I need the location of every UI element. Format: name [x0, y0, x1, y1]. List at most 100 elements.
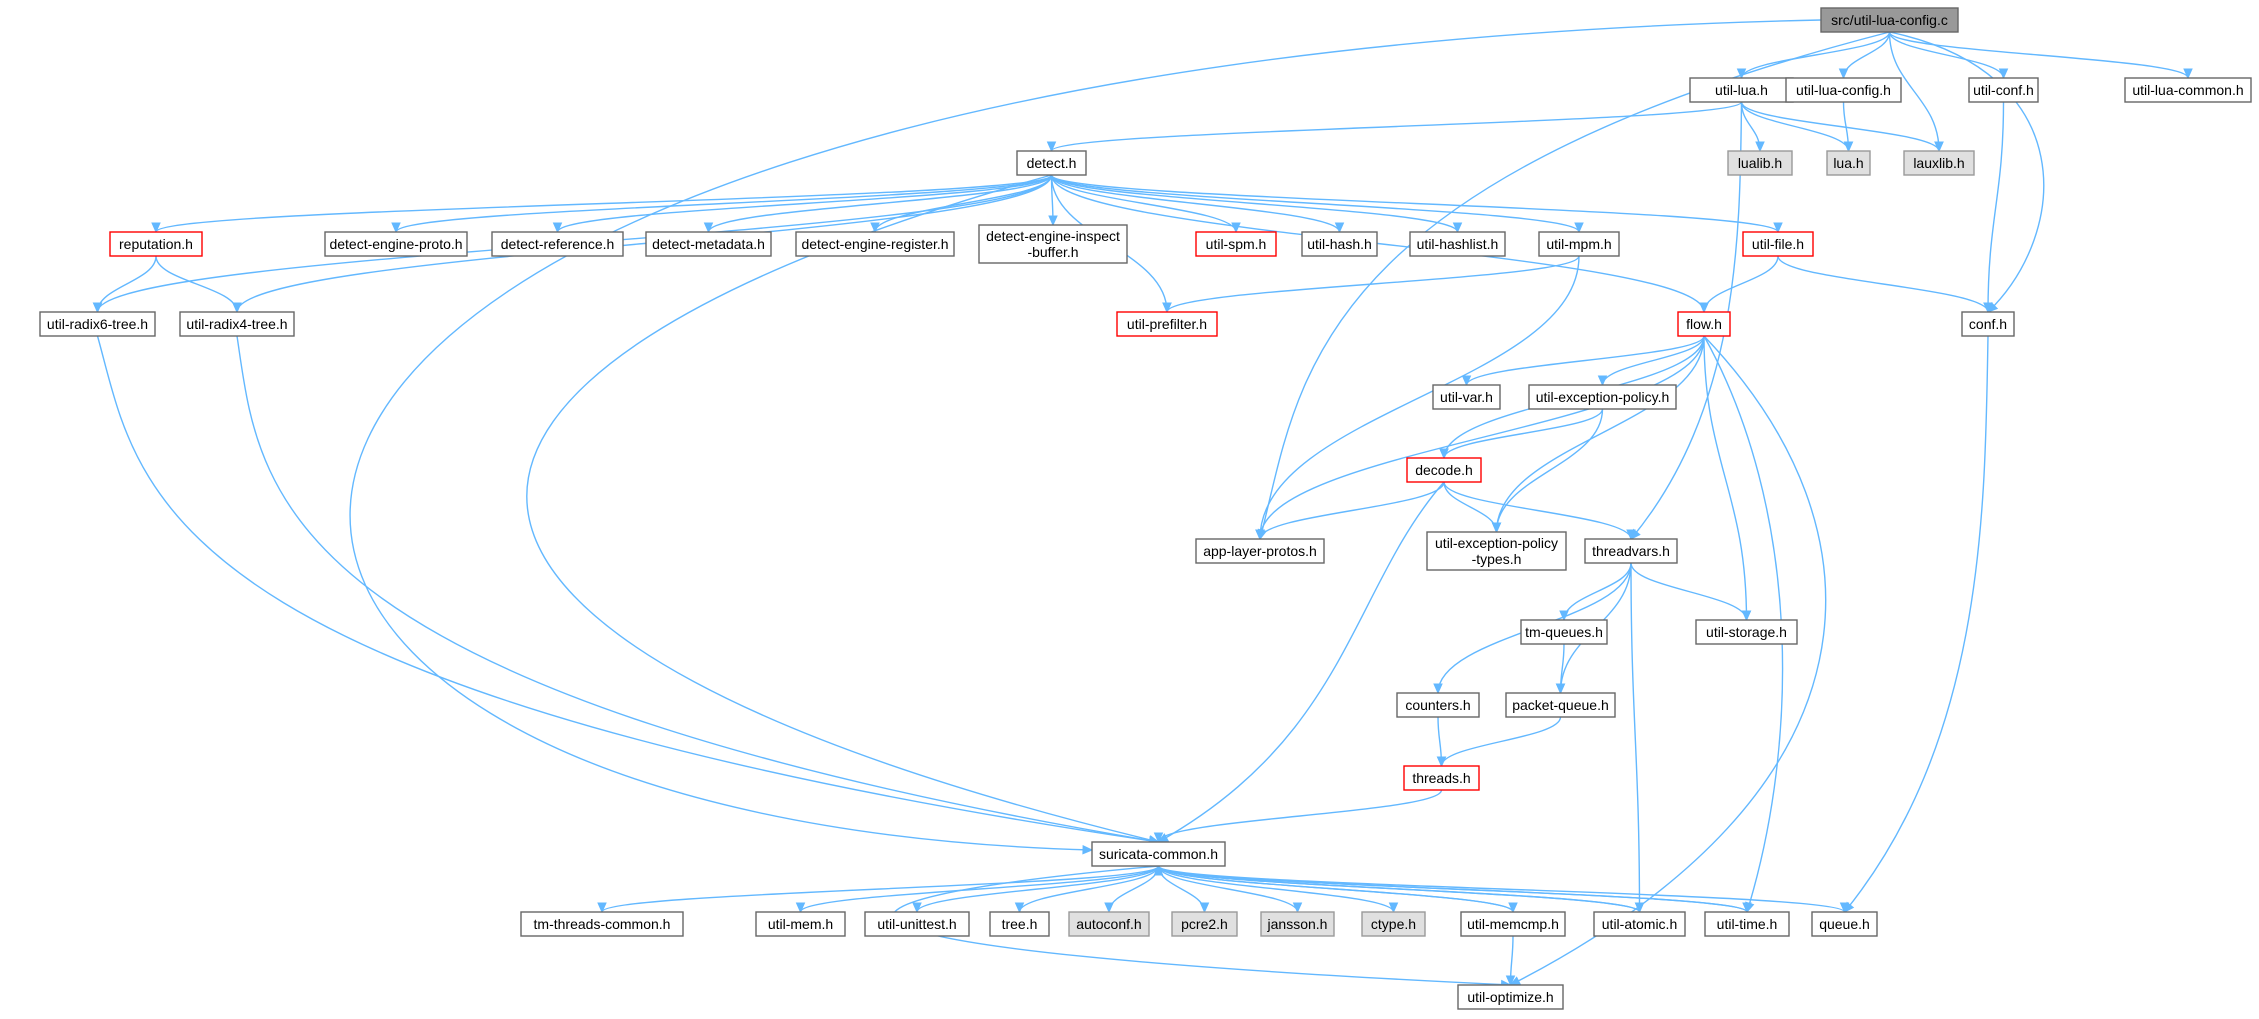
node-util-prefilter[interactable]: util-prefilter.h [1116, 311, 1218, 337]
node-label: decode.h [1415, 462, 1473, 478]
node-lauxlib[interactable]: lauxlib.h [1903, 150, 1975, 176]
node-util-storage[interactable]: util-storage.h [1695, 619, 1798, 645]
edge-detect-to-det_reference [556, 174, 1053, 233]
node-tree[interactable]: tree.h [989, 911, 1050, 937]
node-util-hashlist[interactable]: util-hashlist.h [1409, 231, 1506, 257]
node-jansson[interactable]: jansson.h [1260, 911, 1335, 937]
node-label: threads.h [1412, 770, 1470, 786]
node-det-reference[interactable]: detect-reference.h [491, 231, 624, 257]
node-tm-threads-common[interactable]: tm-threads-common.h [520, 911, 684, 937]
node-pcre2[interactable]: pcre2.h [1171, 911, 1238, 937]
node-conf[interactable]: conf.h [1961, 311, 2015, 337]
node-box [1195, 231, 1277, 257]
edge-root-to-suricata_common [349, 19, 1822, 851]
node-util-exc-types[interactable]: util-exception-policy-types.h [1426, 531, 1567, 571]
node-label: detect-metadata.h [652, 236, 765, 252]
node-decode[interactable]: decode.h [1406, 457, 1482, 483]
edge-suricata_common-to-util_mem-arrowhead [795, 902, 806, 914]
edge-root-to-util_lua [1740, 31, 1891, 79]
node-label: util-lua-common.h [2132, 82, 2243, 98]
node-util-file[interactable]: util-file.h [1742, 231, 1814, 257]
edge-detect-to-radix4 [236, 174, 1053, 313]
node-util-memcmp[interactable]: util-memcmp.h [1460, 911, 1566, 937]
node-box [520, 911, 684, 937]
node-label: counters.h [1405, 697, 1470, 713]
edge-suricata_common-to-util_mem [799, 865, 1160, 913]
node-label: util-storage.h [1706, 624, 1787, 640]
node-label: util-radix4-tree.h [186, 316, 287, 332]
edge-util_exc_policy-to-decode-arrowhead [1439, 448, 1449, 460]
node-suricata-common[interactable]: suricata-common.h [1091, 841, 1226, 867]
node-threadvars[interactable]: threadvars.h [1584, 538, 1678, 564]
node-lua[interactable]: lua.h [1826, 150, 1871, 176]
node-radix4[interactable]: util-radix4-tree.h [179, 311, 295, 337]
node-box [491, 231, 624, 257]
node-util-mem[interactable]: util-mem.h [755, 911, 846, 937]
node-det-eng-proto[interactable]: detect-engine-proto.h [324, 231, 468, 257]
edge-detect-to-reputation [155, 174, 1053, 233]
edge-suricata_common-to-util_time-arrowhead [1742, 902, 1752, 914]
node-util-lua[interactable]: util-lua.h [1689, 77, 1794, 103]
node-det-eng-inspect[interactable]: detect-engine-inspect-buffer.h [978, 224, 1128, 264]
node-box [109, 231, 203, 257]
node-label: -types.h [1472, 551, 1522, 567]
node-util-conf[interactable]: util-conf.h [1968, 77, 2039, 103]
edge-util_lua-to-lauxlib-arrowhead [1934, 141, 1944, 153]
node-util-exc-policy[interactable]: util-exception-policy.h [1528, 384, 1677, 410]
node-util-optimize[interactable]: util-optimize.h [1457, 984, 1564, 1010]
edge-util_file-to-conf [1777, 255, 1989, 313]
node-label: util-exception-policy.h [1536, 389, 1670, 405]
node-box [1538, 231, 1620, 257]
edge-suricata_common-to-pcre2-arrowhead [1199, 902, 1210, 914]
node-util-lua-common[interactable]: util-lua-common.h [2124, 77, 2252, 103]
node-box [1820, 7, 1959, 33]
node-util-mpm[interactable]: util-mpm.h [1538, 231, 1620, 257]
node-util-lua-config-h[interactable]: util-lua-config.h [1785, 77, 1902, 103]
edge-decode-to-suricata_common [1158, 481, 1445, 843]
edge-flow-to-util_optimize [1510, 335, 1827, 986]
node-util-var[interactable]: util-var.h [1432, 384, 1501, 410]
node-threads[interactable]: threads.h [1403, 765, 1480, 791]
node-util-spm[interactable]: util-spm.h [1195, 231, 1277, 257]
node-util-atomic[interactable]: util-atomic.h [1593, 911, 1686, 937]
node-ctype[interactable]: ctype.h [1361, 911, 1426, 937]
edge-suricata_common-to-util_memcmp-arrowhead [1508, 902, 1518, 914]
node-lualib[interactable]: lualib.h [1727, 150, 1793, 176]
edge-detect-to-flow [1050, 174, 1705, 313]
edge-decode-to-threadvars-arrowhead [1626, 529, 1636, 541]
node-util-hash[interactable]: util-hash.h [1301, 231, 1378, 257]
node-queue[interactable]: queue.h [1811, 911, 1878, 937]
node-packet-queue[interactable]: packet-queue.h [1505, 692, 1616, 718]
node-box [755, 911, 846, 937]
node-util-time[interactable]: util-time.h [1704, 911, 1790, 937]
node-reputation[interactable]: reputation.h [109, 231, 203, 257]
node-autoconf[interactable]: autoconf.h [1068, 911, 1150, 937]
edge-util_time-to-suricata_common-arrowhead [1153, 864, 1164, 876]
node-label: util-radix6-tree.h [47, 316, 148, 332]
node-box [1195, 538, 1325, 564]
edge-root-to-lauxlib [1888, 31, 1940, 152]
edge-util_lua-to-detect-arrowhead [1046, 141, 1057, 153]
node-label: pcre2.h [1181, 916, 1228, 932]
edge-util_lua-to-detect [1050, 101, 1743, 152]
node-det-metadata[interactable]: detect-metadata.h [645, 231, 772, 257]
edge-util_memcmp-to-suricata_common [1157, 865, 1514, 913]
node-label: tm-threads-common.h [534, 916, 671, 932]
node-app-layer[interactable]: app-layer-protos.h [1195, 538, 1325, 564]
node-util-unittest[interactable]: util-unittest.h [864, 911, 970, 937]
node-detect[interactable]: detect.h [1016, 150, 1087, 176]
node-box [1593, 911, 1686, 937]
node-flow[interactable]: flow.h [1677, 311, 1731, 337]
edge-reputation-to-radix6-arrowhead [92, 302, 103, 314]
node-counters[interactable]: counters.h [1396, 692, 1480, 718]
node-det-eng-register[interactable]: detect-engine-register.h [795, 231, 955, 257]
node-radix6[interactable]: util-radix6-tree.h [39, 311, 156, 337]
edge-detect-to-util_hashlist-arrowhead [1452, 222, 1463, 234]
edge-flow-to-util_var-arrowhead [1461, 375, 1472, 387]
node-label: util-file.h [1752, 236, 1804, 252]
node-tm-queues[interactable]: tm-queues.h [1520, 619, 1608, 645]
node-root[interactable]: src/util-lua-config.c [1820, 7, 1959, 33]
node-box [864, 911, 970, 937]
edge-root-to-conf [1889, 31, 2045, 313]
